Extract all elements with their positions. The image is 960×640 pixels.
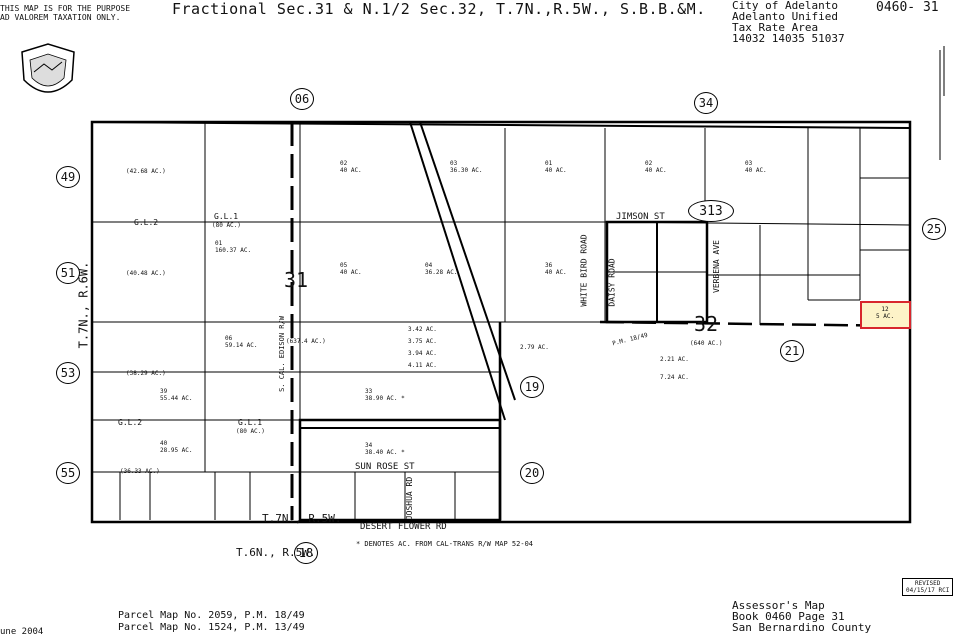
street-jimson: JIMSON ST — [616, 212, 665, 222]
street-sun-rose: SUN ROSE ST — [355, 462, 415, 472]
acres-3-94: 3.94 AC. — [408, 350, 437, 357]
gl2-top-label: G.L.2 — [134, 218, 159, 227]
gl1-bottom-label: G.L.1 — [238, 418, 263, 427]
left-acres-2: (40.48 AC.) — [126, 270, 166, 277]
adjacent-map-51[interactable]: 51 — [56, 262, 80, 284]
adjacent-map-34[interactable]: 34 — [694, 92, 718, 114]
sec32-acres: (640 AC.) — [690, 340, 723, 347]
highlighted-parcel — [860, 301, 911, 329]
acres-2-21: 2.21 AC. — [660, 356, 689, 363]
adjacent-map-18[interactable]: 18 — [294, 542, 318, 564]
gl1-top-label: G.L.1 — [214, 212, 239, 221]
north-arrow-icon — [939, 46, 945, 160]
street-white-bird: WHITE BIRD ROAD — [579, 234, 589, 307]
adjacent-map-20[interactable]: 20 — [520, 462, 544, 484]
section-32: 32 — [694, 312, 719, 336]
township-left: T.7N., R.6W. — [76, 261, 91, 349]
county-seal-icon — [21, 43, 75, 93]
map-date: une 2004 — [0, 627, 44, 637]
map-title: Fractional Sec.31 & N.1/2 Sec.32, T.7N.,… — [172, 0, 706, 18]
acres-2-79: 2.79 AC. — [520, 344, 549, 351]
gl1-top-acres: (80 AC.) — [212, 222, 241, 229]
adjacent-map-53[interactable]: 53 — [56, 362, 80, 384]
adjacent-map-06[interactable]: 06 — [290, 88, 314, 110]
caltrans-note: * DENOTES AC. FROM CAL-TRANS R/W MAP 52-… — [356, 540, 534, 548]
left-acres-3: (38.29 AC.) — [126, 370, 166, 377]
acres-3-42: 3.42 AC. — [408, 326, 437, 333]
adjacent-map-55[interactable]: 55 — [56, 462, 80, 484]
acres-3-75: 3.75 AC. — [408, 338, 437, 345]
block-313[interactable]: 313 — [688, 200, 734, 222]
adjacent-map-25[interactable]: 25 — [922, 218, 946, 240]
adjacent-map-49[interactable]: 49 — [56, 166, 80, 188]
map-number: 0460- 31 — [876, 0, 939, 15]
acres-4-11: 4.11 AC. — [408, 362, 437, 369]
township-mid: T.7N., R.5W. — [262, 512, 342, 525]
adjacent-map-21[interactable]: 21 — [780, 340, 804, 362]
sec31-acres: (637.4 AC.) — [286, 338, 326, 345]
street-daisy: DAISY ROAD — [607, 258, 617, 307]
gl1-bottom-acres: (80 AC.) — [236, 428, 265, 435]
acres-7-24: 7.24 AC. — [660, 374, 689, 381]
street-joshua: JOSHUA RD — [405, 476, 415, 521]
left-acres-1: (42.68 AC.) — [126, 168, 166, 175]
street-edison: S. CAL. EDISON R/W — [277, 316, 286, 392]
township-bottom: T.6N., R.5W. — [236, 546, 316, 559]
left-acres-4: (36.33 AC.) — [120, 468, 160, 475]
gl2-bottom-label: G.L.2 — [118, 418, 143, 427]
street-verbena: VERBENA AVE — [711, 240, 721, 293]
section-31: 31 — [284, 268, 309, 292]
street-desert-flower: DESERT FLOWER RD — [360, 522, 447, 532]
adjacent-map-19[interactable]: 19 — [520, 376, 544, 398]
